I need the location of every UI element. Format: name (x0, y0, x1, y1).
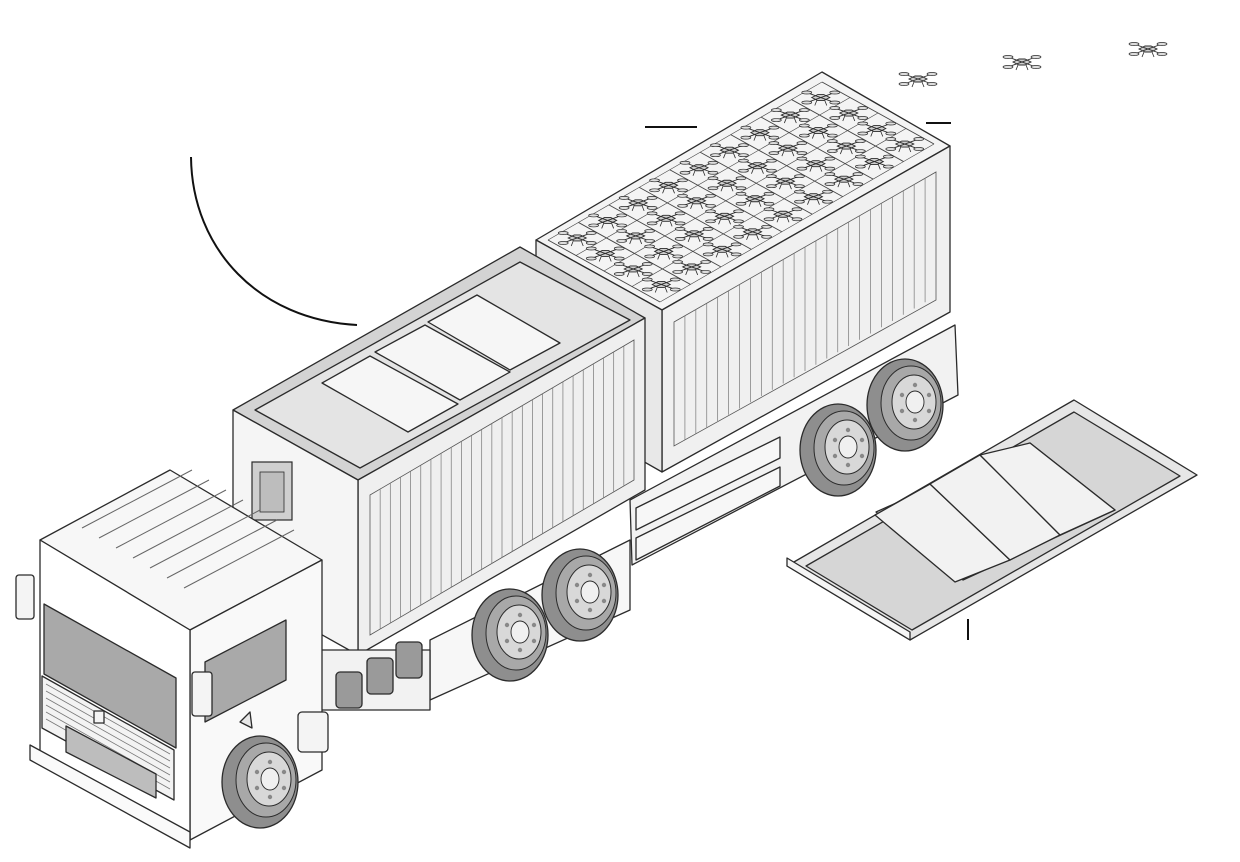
container-ribs (379, 345, 625, 630)
wheel-icon (866, 358, 944, 452)
drone-icon (1128, 42, 1168, 58)
windshield (43, 603, 177, 749)
mirror-left (15, 574, 35, 620)
grille-slat (45, 683, 171, 755)
wheel-icon (221, 735, 299, 829)
wheel-icon (471, 588, 549, 682)
step-box (297, 711, 329, 753)
solar-panel-icon (979, 442, 1116, 536)
grille-slat (45, 690, 171, 762)
container-ribs (684, 178, 926, 440)
wheel-icon (799, 403, 877, 497)
grille-slat (45, 704, 171, 776)
drone-icon (898, 72, 938, 88)
mirror-right (191, 671, 213, 717)
cab-roof-vents (81, 469, 295, 589)
solar-panel-icon (427, 294, 561, 371)
grille-slat (45, 697, 171, 769)
drone-rack (547, 81, 935, 303)
wheel-icon (541, 548, 619, 642)
battery-boxes (319, 641, 431, 711)
drone-icon (1002, 55, 1042, 71)
roof-vent (149, 509, 261, 569)
flying-drones (898, 42, 1168, 88)
roof-vent (166, 519, 278, 579)
ground-solar-panel (786, 399, 1198, 641)
roof-vent (98, 479, 210, 539)
roof-vent (132, 499, 244, 559)
solar-panel-icon (321, 355, 459, 433)
annotation-lines (190, 122, 969, 640)
roof-vent (115, 489, 227, 549)
solar-panel-icon (374, 324, 511, 401)
roof-vent (81, 469, 193, 529)
solar-container (232, 246, 646, 656)
leader-arc (190, 156, 358, 326)
roof-vent (183, 529, 295, 589)
